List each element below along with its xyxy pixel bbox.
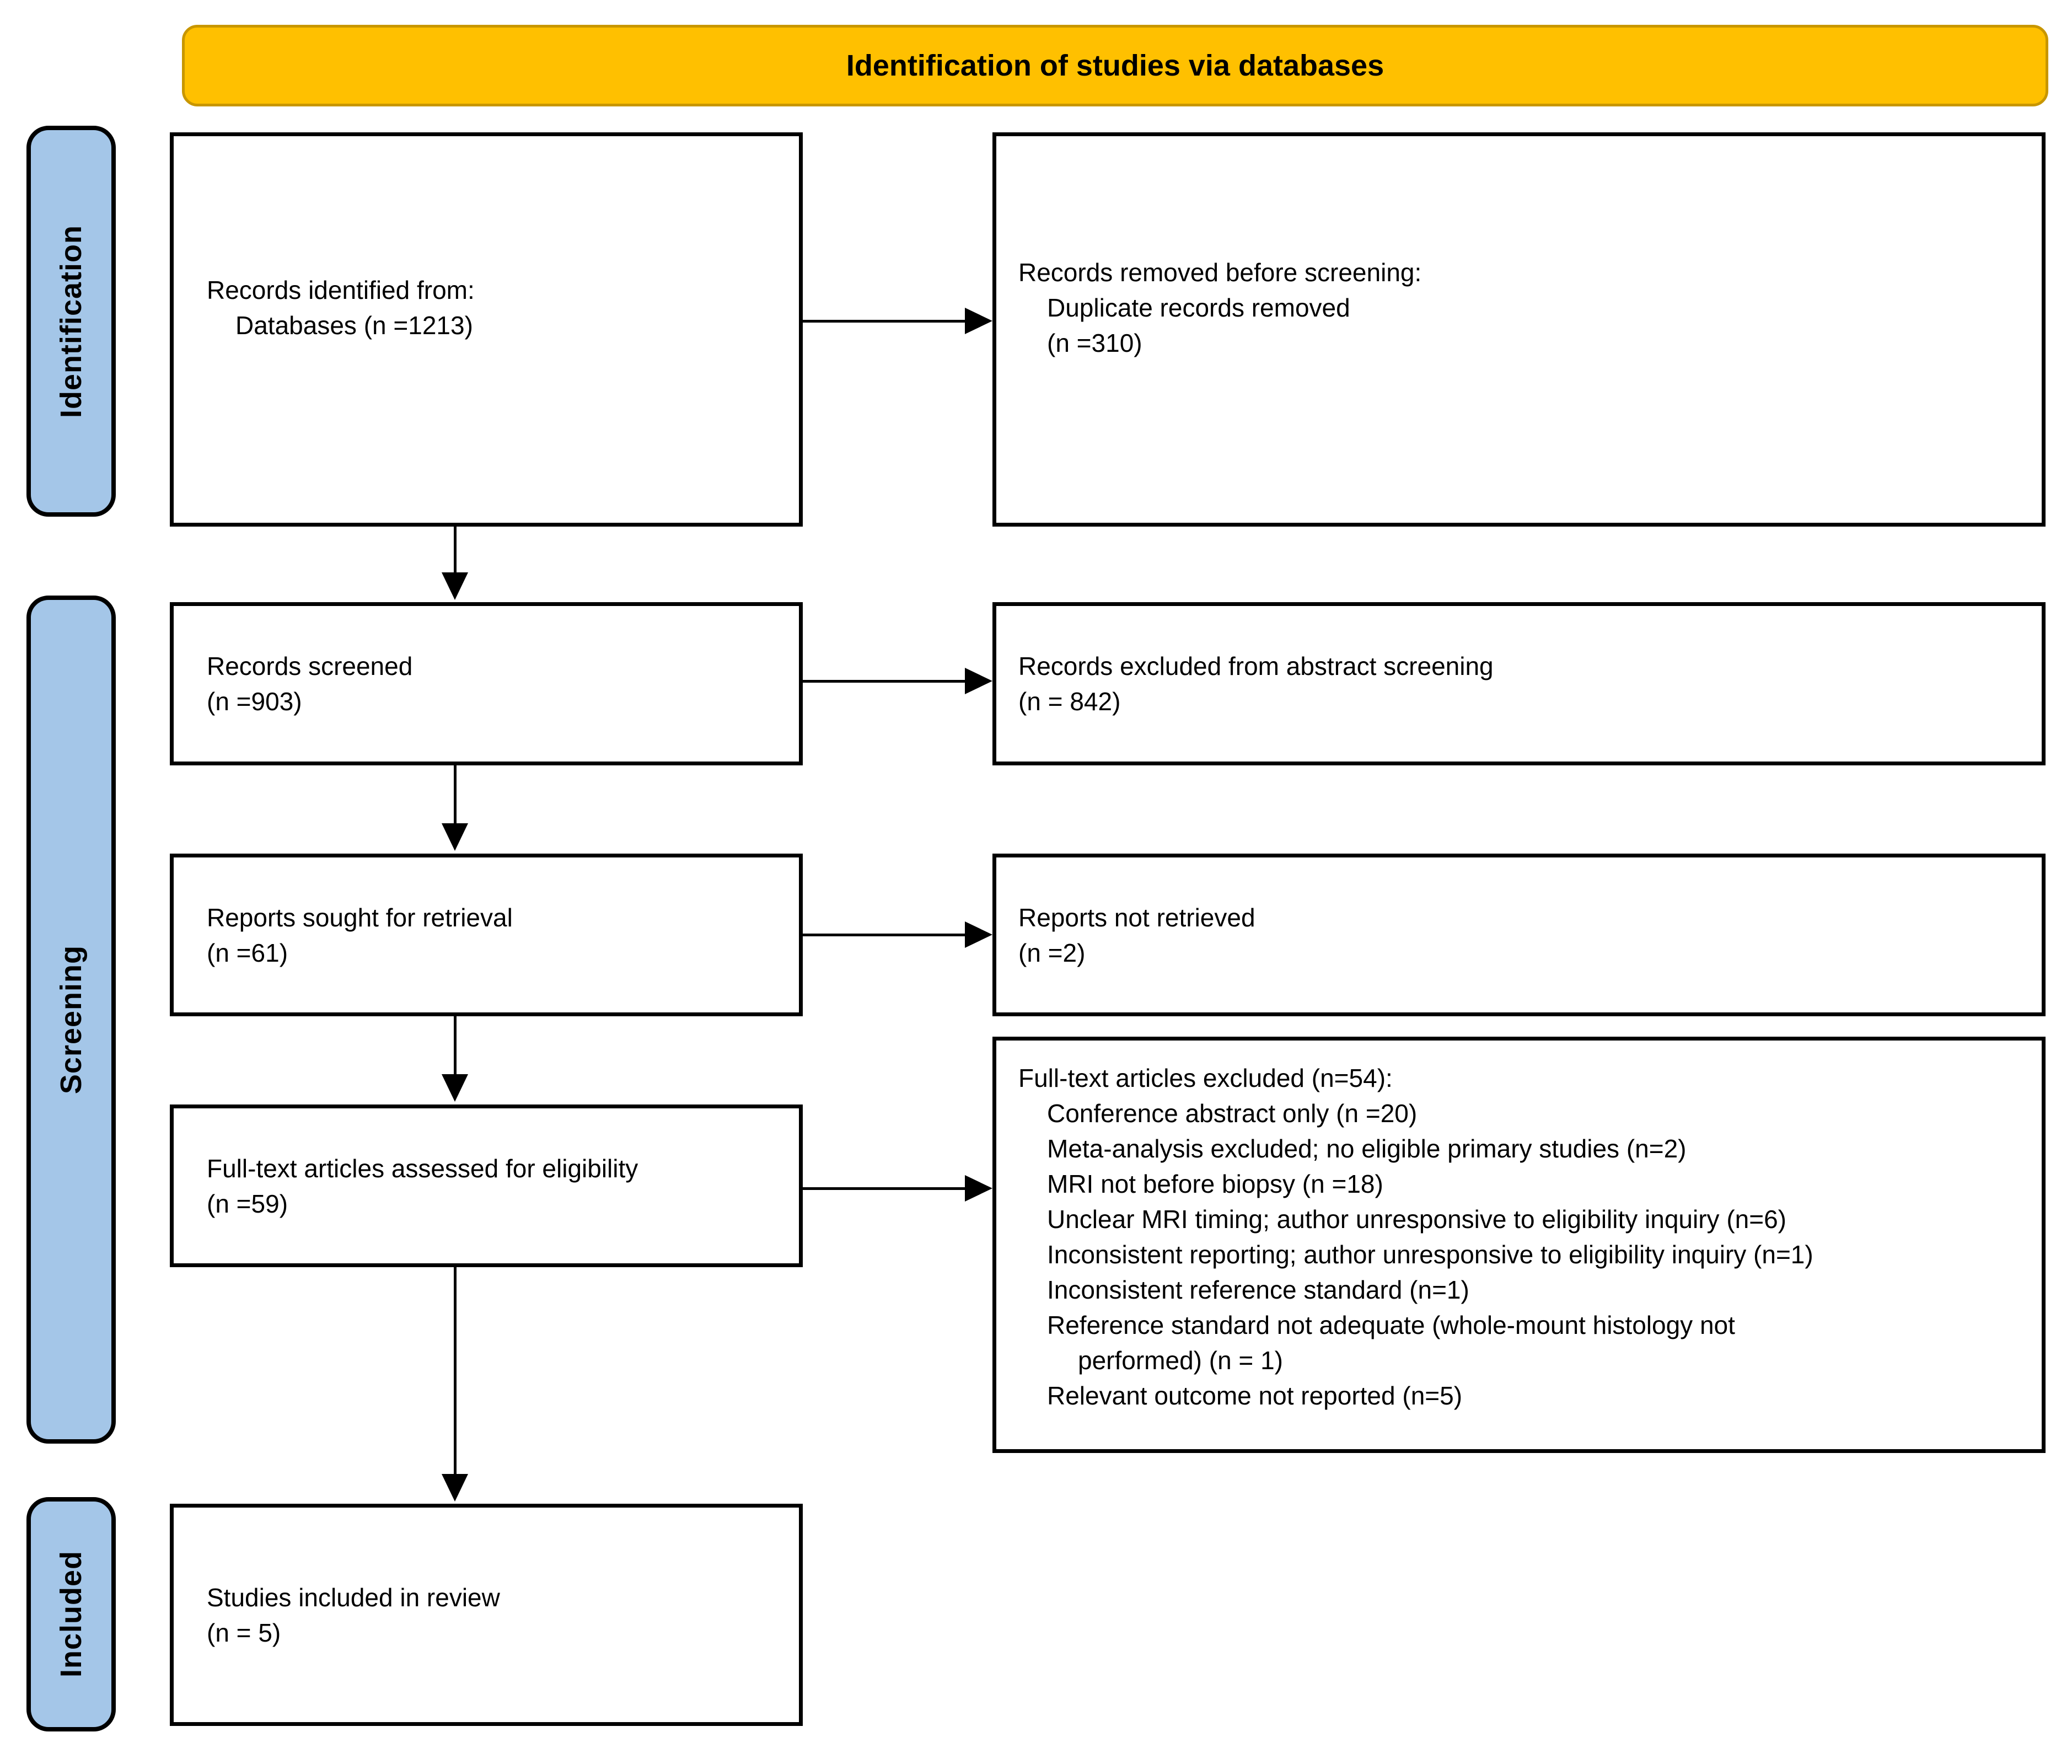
sidebar-stage-included-label: Included — [55, 1551, 88, 1678]
records-screened-box: Records screened (n =903) — [170, 602, 803, 765]
fulltext-excluded-title: Full-text articles excluded (n=54): — [1018, 1063, 1393, 1092]
arrow-identified-to-removed-head — [965, 308, 992, 334]
reports-not-retrieved-line1: Reports not retrieved — [1018, 903, 1255, 932]
arrow-identified-to-screened-head — [442, 572, 468, 600]
records-screened-line2: (n =903) — [207, 687, 302, 716]
sidebar-stage-included: Included — [26, 1497, 116, 1731]
records-identified-line1: Records identified from: — [207, 275, 475, 304]
studies-included-line2: (n = 5) — [207, 1618, 281, 1647]
records-removed-line3: (n =310) — [1047, 328, 1142, 357]
records-excluded-abstract-line2: (n = 842) — [1018, 687, 1121, 716]
arrow-screened-to-excluded-line — [803, 680, 965, 683]
arrow-fulltext-to-included-head — [442, 1474, 468, 1502]
fulltext-assessed-box: Full-text articles assessed for eligibil… — [170, 1104, 803, 1267]
arrow-screened-to-excluded-head — [965, 668, 992, 694]
fulltext-excluded-reason-wrap: performed) (n = 1) — [1078, 1345, 1283, 1375]
fulltext-excluded-reason: Reference standard not adequate (whole-m… — [1047, 1310, 1735, 1339]
arrow-sought-to-notretrieved-head — [965, 921, 992, 948]
records-screened-line1: Records screened — [207, 652, 413, 680]
fulltext-excluded-reason: Meta-analysis excluded; no eligible prim… — [1047, 1134, 1687, 1163]
fulltext-excluded-box: Full-text articles excluded (n=54): Conf… — [992, 1037, 2046, 1453]
records-removed-line2: Duplicate records removed — [1047, 293, 1350, 322]
arrow-screened-to-sought-line — [454, 765, 457, 824]
reports-not-retrieved-box: Reports not retrieved (n =2) — [992, 854, 2046, 1016]
arrow-screened-to-sought-head — [442, 823, 468, 851]
studies-included-box: Studies included in review (n = 5) — [170, 1504, 803, 1726]
arrow-fulltext-to-excluded-head — [965, 1175, 992, 1202]
arrow-sought-to-notretrieved-line — [803, 934, 965, 936]
fulltext-excluded-reason: MRI not before biopsy (n =18) — [1047, 1169, 1383, 1198]
banner: Identification of studies via databases — [182, 25, 2048, 106]
fulltext-excluded-reason: Inconsistent reference standard (n=1) — [1047, 1275, 1469, 1304]
fulltext-assessed-line2: (n =59) — [207, 1189, 288, 1218]
fulltext-excluded-reason: Inconsistent reporting; author unrespons… — [1047, 1240, 1813, 1269]
fulltext-excluded-reason: Unclear MRI timing; author unresponsive … — [1047, 1204, 1786, 1234]
reports-sought-line1: Reports sought for retrieval — [207, 903, 513, 932]
reports-sought-line2: (n =61) — [207, 938, 288, 967]
arrow-sought-to-fulltext-line — [454, 1016, 457, 1075]
records-excluded-abstract-box: Records excluded from abstract screening… — [992, 602, 2046, 765]
sidebar-stage-screening: Screening — [26, 596, 116, 1444]
banner-title: Identification of studies via databases — [846, 49, 1384, 82]
studies-included-line1: Studies included in review — [207, 1583, 500, 1612]
arrow-sought-to-fulltext-head — [442, 1074, 468, 1102]
reports-not-retrieved-line2: (n =2) — [1018, 938, 1086, 967]
sidebar-stage-identification: Identification — [26, 126, 116, 517]
records-excluded-abstract-line1: Records excluded from abstract screening — [1018, 652, 1494, 680]
records-removed-box: Records removed before screening: Duplic… — [992, 132, 2046, 527]
sidebar-stage-identification-label: Identification — [55, 224, 88, 418]
reports-sought-box: Reports sought for retrieval (n =61) — [170, 854, 803, 1016]
sidebar-stage-screening-label: Screening — [55, 945, 88, 1095]
arrow-fulltext-to-excluded-line — [803, 1187, 965, 1190]
records-identified-box: Records identified from: Databases (n =1… — [170, 132, 803, 527]
fulltext-excluded-reason: Conference abstract only (n =20) — [1047, 1098, 1418, 1128]
fulltext-assessed-line1: Full-text articles assessed for eligibil… — [207, 1154, 638, 1183]
records-removed-line1: Records removed before screening: — [1018, 258, 1422, 287]
records-identified-line2: Databases (n =1213) — [235, 310, 473, 340]
arrow-identified-to-screened-line — [454, 527, 457, 573]
fulltext-excluded-reason: Relevant outcome not reported (n=5) — [1047, 1381, 1463, 1410]
arrow-fulltext-to-included-line — [454, 1267, 457, 1475]
arrow-identified-to-removed-line — [803, 320, 965, 323]
